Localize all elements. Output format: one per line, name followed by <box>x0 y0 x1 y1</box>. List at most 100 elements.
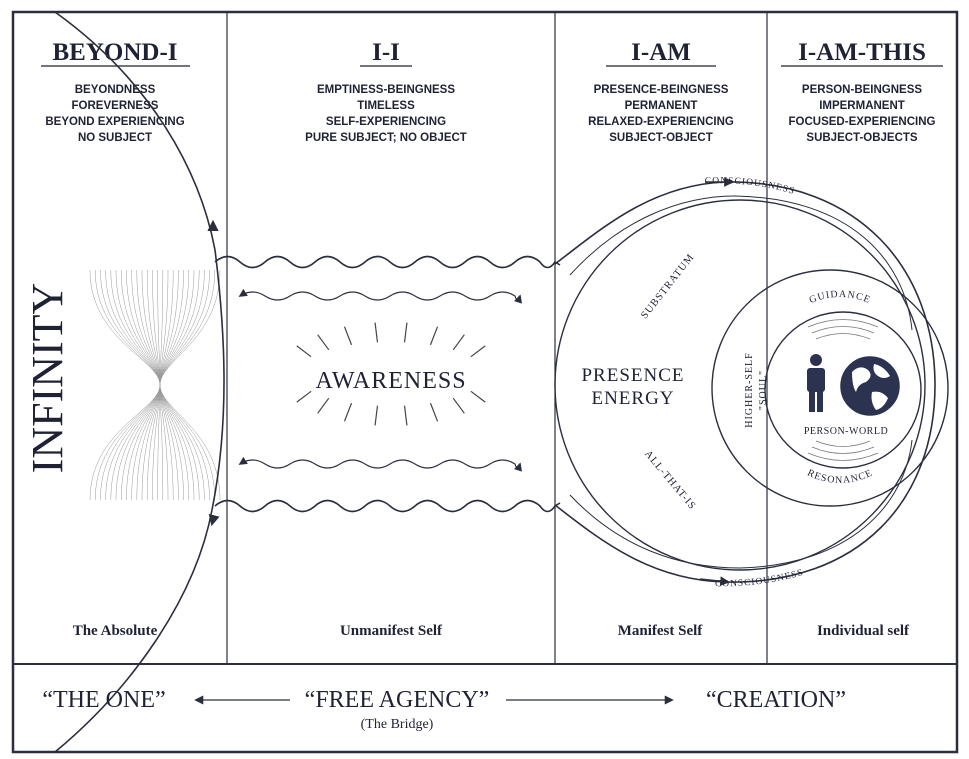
awareness-ray <box>343 402 353 422</box>
column-desc-line: PERMANENT <box>625 100 698 112</box>
arrow-down-marker <box>208 513 220 527</box>
awareness-rays <box>296 322 486 426</box>
column-desc-line: NO SUBJECT <box>78 132 152 144</box>
free-agency-label: “FREE AGENCY” <box>305 687 490 713</box>
wave-top-outer <box>214 255 561 269</box>
vortex-line <box>146 269 164 501</box>
column-desc-line: TIMELESS <box>357 100 415 112</box>
vortex-line <box>94 269 216 501</box>
consciousness-loop <box>554 181 936 583</box>
vortex-line <box>152 269 161 501</box>
awareness-ray <box>317 334 330 351</box>
frame <box>11 10 959 754</box>
outer-boundary-curve <box>54 11 225 753</box>
column-desc-line: FOCUSED-EXPERIENCING <box>789 116 936 128</box>
column-footer-individual: Individual self <box>817 623 910 639</box>
awareness-label: AWARENESS <box>315 368 466 394</box>
awareness-ray <box>343 326 353 346</box>
awareness-ray <box>429 402 439 422</box>
column-footer-unmanifest: Unmanifest Self <box>340 623 443 639</box>
vortex-line <box>105 269 205 501</box>
vortex-graphic <box>89 269 221 501</box>
column-desc-line: SUBJECT-OBJECTS <box>806 132 918 144</box>
awareness-ray <box>452 397 465 414</box>
vortex-line <box>120 269 190 501</box>
bridge-label: (The Bridge) <box>361 717 434 732</box>
awareness-ray <box>296 390 312 403</box>
awareness-ray <box>317 397 330 414</box>
person-world-label: PERSON-WORLD <box>804 426 888 437</box>
vortex-line <box>126 269 184 501</box>
infinity-label: INFINITY <box>23 283 72 474</box>
awareness-ray <box>429 326 439 346</box>
awareness-ray <box>452 334 465 351</box>
vortex-line <box>131 269 179 501</box>
soul-label: "SOUL" <box>758 370 769 410</box>
wave-bottom-inner <box>238 456 523 472</box>
column-footer-absolute: The Absolute <box>73 623 158 639</box>
globe-icon <box>840 356 900 416</box>
awareness-ray <box>296 345 312 358</box>
column-desc-line: SUBJECT-OBJECT <box>609 132 713 144</box>
column-title: I-I <box>372 39 400 66</box>
presence-line-1: PRESENCE <box>581 365 684 386</box>
vortex-line <box>120 269 190 501</box>
column-desc-line: PURE SUBJECT; NO OBJECT <box>305 132 467 144</box>
awareness-ray <box>470 390 486 403</box>
substratum-label: SUBSTRATUM <box>639 252 697 321</box>
vortex-line <box>141 269 169 501</box>
column-i-am-this: I-AM-THIS PERSON-BEINGNESS IMPERMANENT F… <box>781 39 943 144</box>
awareness-ray <box>374 405 379 426</box>
column-i-i: I-I EMPTINESS-BEINGNESS TIMELESS SELF-EX… <box>305 39 467 144</box>
guidance-label: GUIDANCE <box>808 289 873 306</box>
vortex-line <box>141 269 169 501</box>
column-beyond-i: BEYOND-I BEYONDNESS FOREVERNESS BEYOND E… <box>41 39 190 144</box>
vortex-line <box>100 269 210 501</box>
vortex-line <box>100 269 210 501</box>
wave-top-inner <box>238 288 523 304</box>
awareness-ray <box>470 345 486 358</box>
vortex-line <box>94 269 216 501</box>
presence-circle <box>554 199 926 571</box>
column-title: I-AM <box>631 39 691 66</box>
column-desc-line: SELF-EXPERIENCING <box>326 116 446 128</box>
column-title: I-AM-THIS <box>798 39 926 66</box>
vortex-line <box>152 269 161 501</box>
higher-self-circle <box>711 269 949 507</box>
vortex-line <box>126 269 184 501</box>
consciousness-inner-line <box>569 195 913 331</box>
vortex-line <box>146 269 164 501</box>
resonance-lines <box>807 440 879 461</box>
vortex-line <box>136 269 174 501</box>
vortex-line <box>105 269 205 501</box>
presence-line-2: ENERGY <box>591 388 674 409</box>
awareness-ray <box>403 322 408 343</box>
column-desc-line: FOREVERNESS <box>72 100 159 112</box>
person-world-circle <box>764 311 922 469</box>
column-i-am: I-AM PRESENCE-BEINGNESS PERMANENT RELAXE… <box>588 39 734 144</box>
wave-bottom-outer <box>214 499 561 513</box>
column-desc-line: PRESENCE-BEINGNESS <box>594 84 729 96</box>
vortex-line <box>131 269 179 501</box>
the-one-label: “THE ONE” <box>42 687 165 713</box>
consciousness-arrow-bottom <box>699 576 730 587</box>
guidance-lines <box>807 319 879 340</box>
person-icon <box>807 354 825 412</box>
vortex-line <box>115 269 195 501</box>
creation-label: “CREATION” <box>706 687 846 713</box>
higher-self-label: HIGHER-SELF <box>744 352 755 427</box>
column-desc-line: RELAXED-EXPERIENCING <box>588 116 734 128</box>
vortex-line <box>136 269 174 501</box>
column-desc-line: BEYOND EXPERIENCING <box>45 116 184 128</box>
vortex-line <box>89 269 221 501</box>
awareness-ray <box>374 322 379 343</box>
consciousness-inner-line-bottom <box>569 439 913 569</box>
awareness-ray <box>403 405 408 426</box>
column-desc-line: BEYONDNESS <box>75 84 156 96</box>
resonance-label: RESONANCE <box>805 467 874 486</box>
vortex-line <box>115 269 195 501</box>
all-that-is-label: ALL-THAT-IS <box>642 449 698 512</box>
column-footer-manifest: Manifest Self <box>618 623 704 639</box>
consciousness-label-bottom: CONSCIOUSNESS <box>715 568 805 589</box>
